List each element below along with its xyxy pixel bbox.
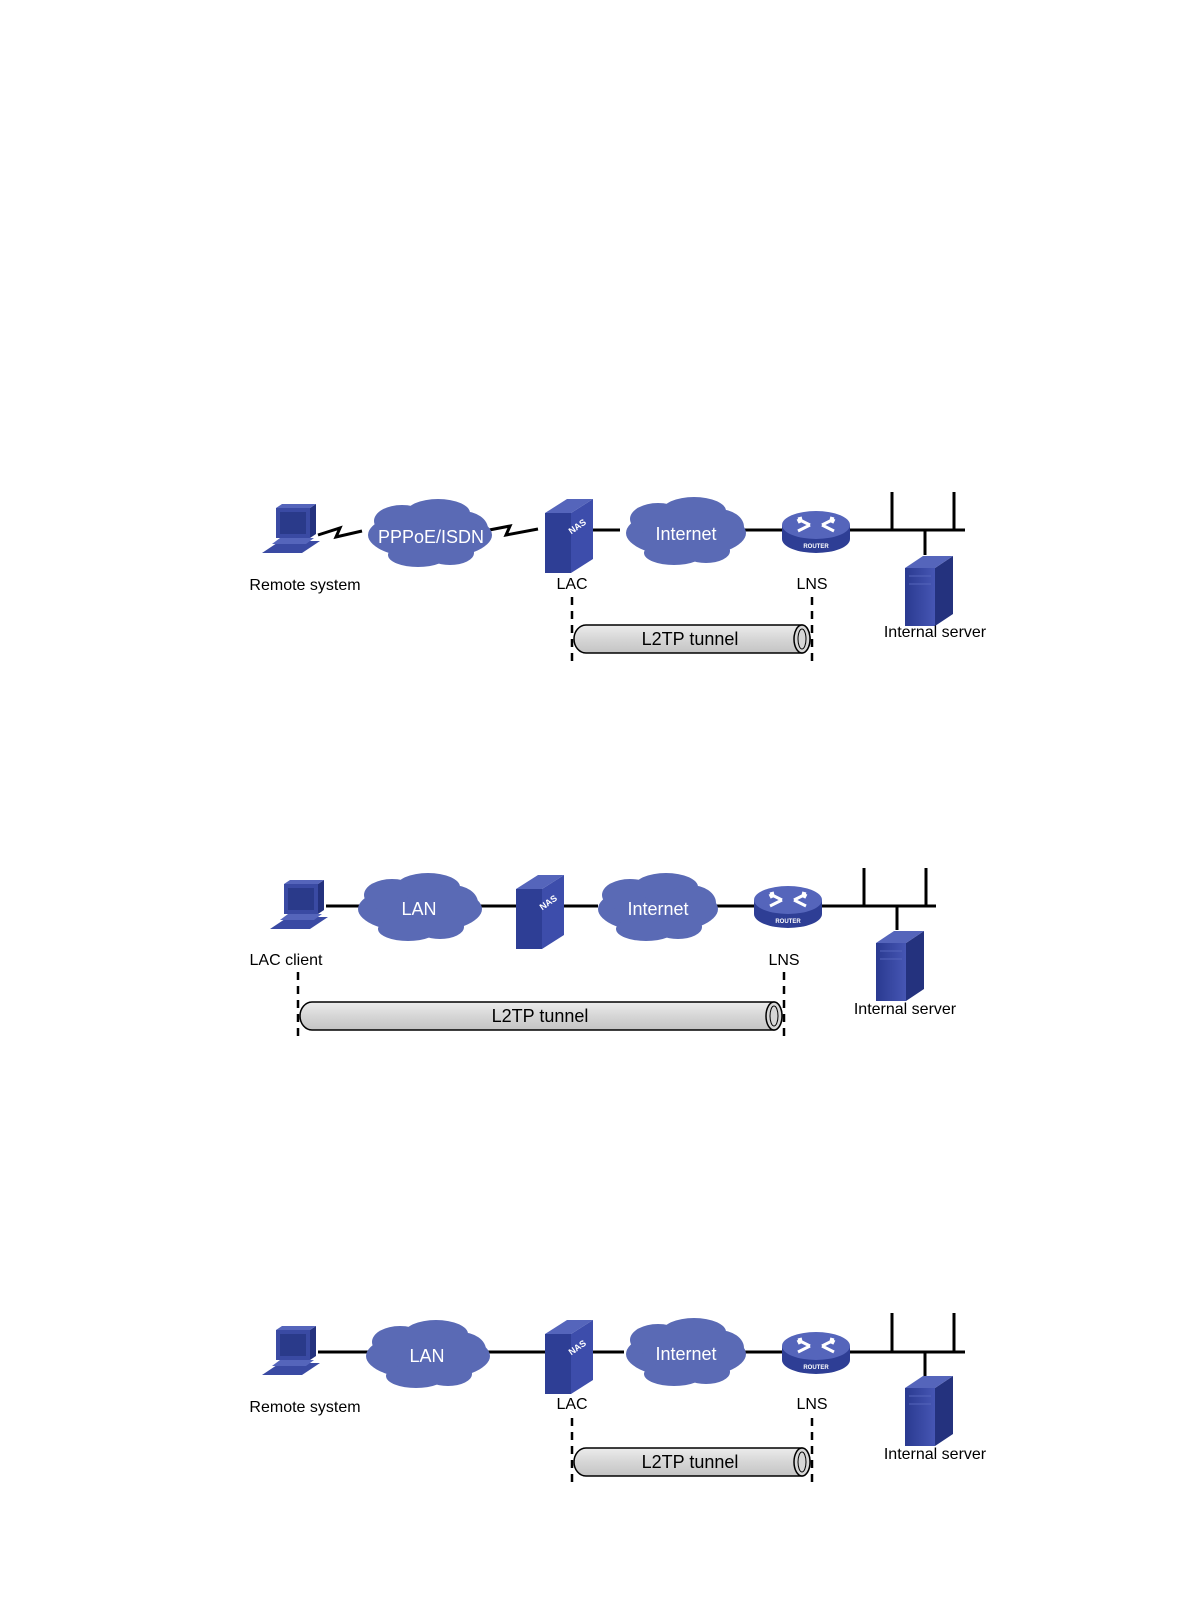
nas-icon: NAS bbox=[545, 499, 593, 573]
diagram-3: LAN NAS LAC Internet ROUTER LNS bbox=[249, 1313, 986, 1486]
workstation-icon bbox=[270, 880, 328, 929]
lns-label: LNS bbox=[796, 1396, 827, 1413]
lns-label: LNS bbox=[796, 576, 827, 593]
workstation-icon bbox=[262, 504, 320, 553]
lns-label: LNS bbox=[768, 952, 799, 969]
diagram-2: LAN NAS Internet ROUTER LNS bbox=[250, 868, 957, 1040]
access-cloud-label: LAN bbox=[409, 1346, 444, 1366]
tunnel-label: L2TP tunnel bbox=[642, 1452, 739, 1472]
client-label: LAC client bbox=[250, 952, 323, 969]
server-label: Internal server bbox=[854, 1001, 957, 1018]
nas-icon: NAS bbox=[516, 875, 564, 949]
tunnel-label: L2TP tunnel bbox=[642, 629, 739, 649]
nas-icon: NAS bbox=[545, 1320, 593, 1394]
router-icon: ROUTER bbox=[782, 511, 850, 553]
serial-link-1 bbox=[318, 528, 362, 537]
client-label: Remote system bbox=[249, 577, 360, 594]
lac-label: LAC bbox=[556, 576, 587, 593]
lac-label: LAC bbox=[556, 1396, 587, 1413]
client-label: Remote system bbox=[249, 1399, 360, 1416]
server-icon bbox=[876, 931, 924, 1001]
router-icon: ROUTER bbox=[782, 1332, 850, 1374]
access-cloud-label: PPPoE/ISDN bbox=[378, 527, 484, 547]
access-cloud-label: LAN bbox=[401, 899, 436, 919]
router-icon: ROUTER bbox=[754, 886, 822, 928]
server-label: Internal server bbox=[884, 624, 987, 641]
serial-link-2 bbox=[484, 526, 538, 535]
svg-text:ROUTER: ROUTER bbox=[803, 544, 829, 550]
workstation-icon bbox=[262, 1326, 320, 1375]
server-label: Internal server bbox=[884, 1446, 987, 1463]
tunnel-label: L2TP tunnel bbox=[492, 1006, 589, 1026]
server-icon bbox=[905, 1376, 953, 1446]
diagram-1: PPPoE/ISDN NAS LAC Internet ROUTER LN bbox=[249, 492, 986, 662]
internet-cloud-label: Internet bbox=[627, 899, 688, 919]
svg-text:ROUTER: ROUTER bbox=[775, 919, 801, 925]
svg-text:ROUTER: ROUTER bbox=[803, 1365, 829, 1371]
internet-cloud-label: Internet bbox=[655, 1344, 716, 1364]
server-icon bbox=[905, 556, 953, 626]
internet-cloud-label: Internet bbox=[655, 524, 716, 544]
